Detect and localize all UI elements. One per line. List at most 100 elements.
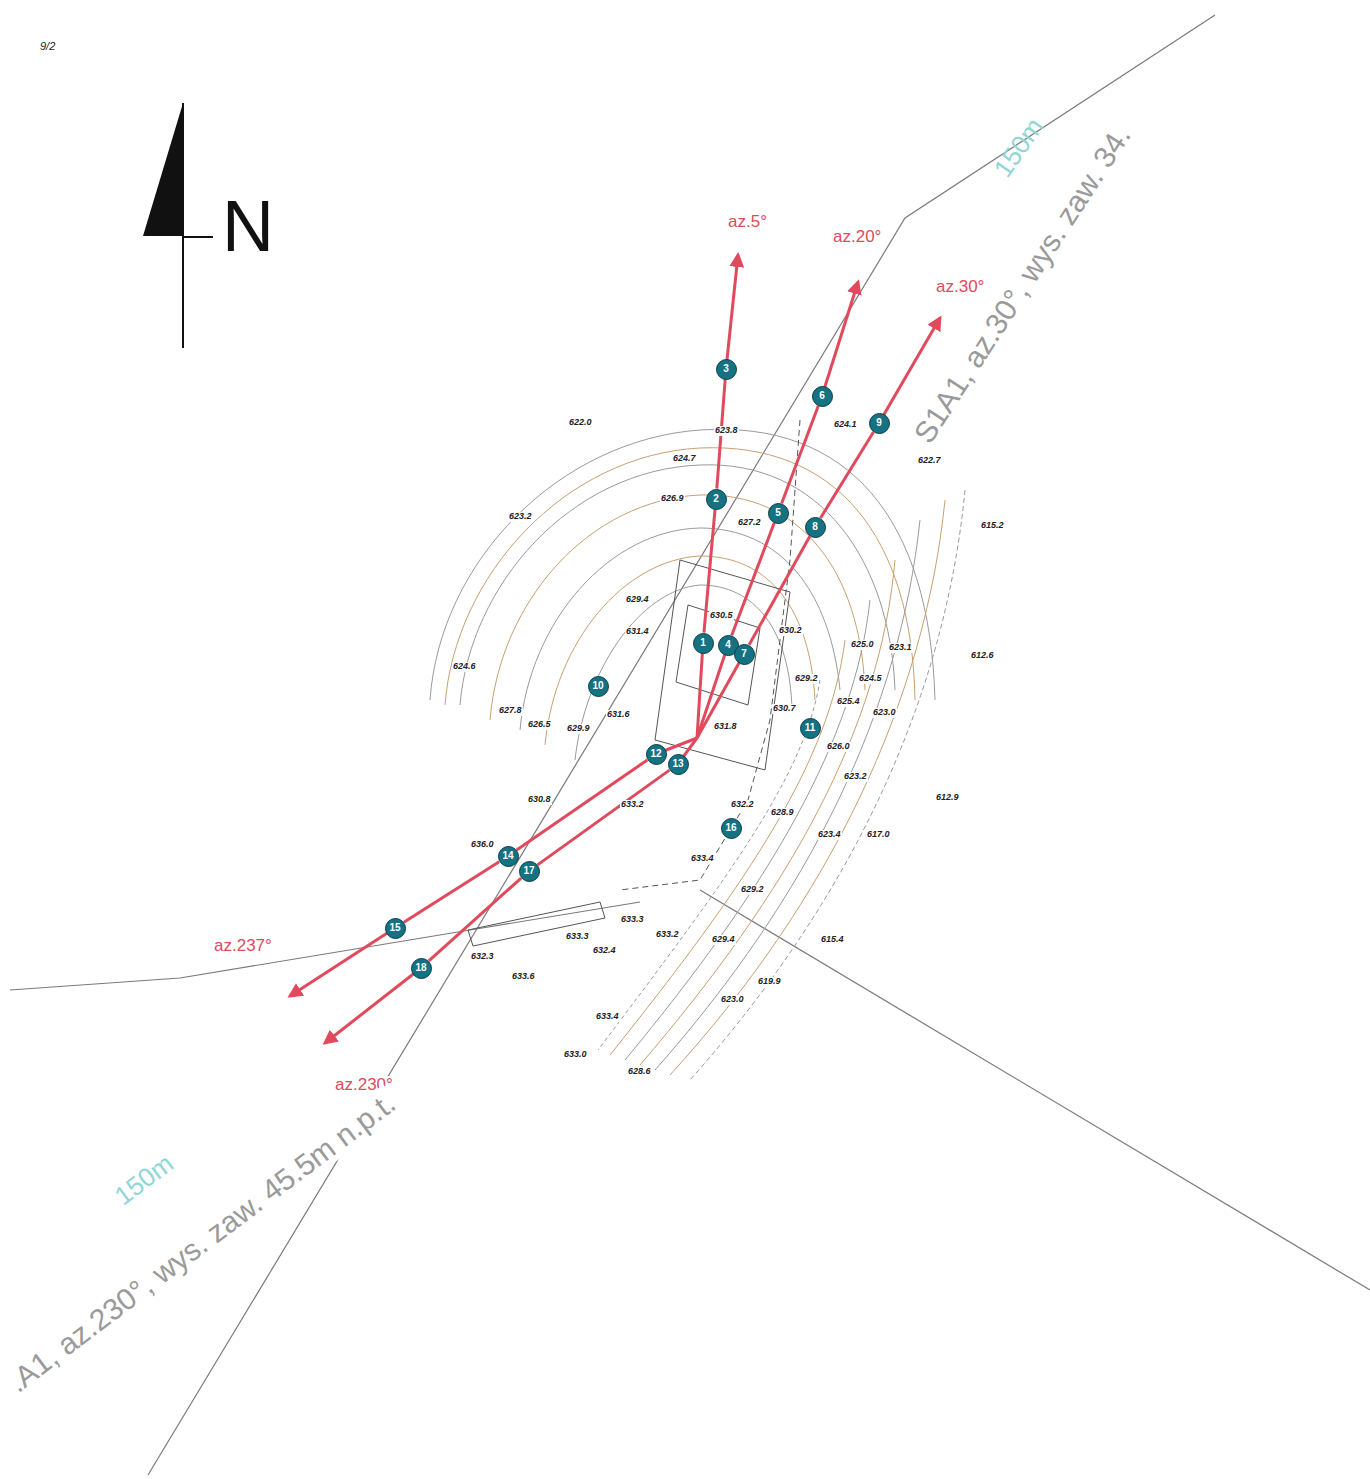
station-marker: 18 [411, 958, 432, 979]
station-marker: 10 [588, 676, 609, 697]
contour [670, 500, 945, 1075]
boundary-line [10, 902, 640, 990]
elevation-label: 622.0 [568, 418, 593, 428]
contour [610, 640, 845, 1055]
elevation-label: 615.4 [820, 935, 845, 945]
contour [445, 448, 915, 705]
contour [655, 520, 920, 1070]
contour [625, 600, 870, 1060]
elevation-label: 633.6 [511, 972, 536, 982]
north-label: N [222, 190, 274, 262]
elevation-label: 615.2 [980, 521, 1005, 531]
elevation-label: 623.8 [714, 426, 739, 436]
elevation-label: 623.0 [720, 995, 745, 1005]
station-marker: 6 [812, 386, 833, 407]
station-number: 1 [700, 638, 706, 648]
station-marker: 17 [519, 861, 540, 882]
station-marker: 5 [768, 503, 789, 524]
elevation-label: 623.2 [508, 512, 533, 522]
north-arrow-head [143, 103, 183, 236]
azimuth-label: az.237° [213, 937, 273, 956]
elevation-label: 633.4 [690, 854, 715, 864]
station-marker: 9 [869, 413, 890, 434]
elevation-label: 631.4 [625, 627, 650, 637]
elevation-label: 624.7 [672, 454, 697, 464]
elevation-label: 625.4 [836, 697, 861, 707]
elevation-label: 632.4 [592, 946, 617, 956]
station-number: 6 [819, 391, 825, 401]
elevation-label: 612.6 [970, 651, 995, 661]
sheet-number: 9/2 [40, 40, 55, 52]
elevation-label: 623.4 [817, 830, 842, 840]
elevation-label: 629.2 [794, 674, 819, 684]
elevation-label: 624.5 [858, 674, 883, 684]
station-number: 9 [876, 418, 882, 428]
elevation-label: 629.4 [711, 935, 736, 945]
station-number: 18 [415, 963, 426, 973]
building [676, 605, 760, 705]
station-marker: 3 [716, 359, 737, 380]
boundary-line [700, 890, 1370, 1290]
station-number: 14 [502, 851, 513, 861]
elevation-label: 626.5 [527, 720, 552, 730]
station-marker: 11 [800, 718, 821, 739]
station-number: 2 [713, 494, 719, 504]
elevation-label: 626.0 [826, 742, 851, 752]
elevation-label: 627.2 [737, 518, 762, 528]
station-number: 17 [523, 866, 534, 876]
azimuth-arrow [726, 255, 738, 369]
elevation-label: 631.6 [606, 710, 631, 720]
survey-line [404, 862, 499, 923]
boundary-line [148, 15, 1215, 1475]
survey-line [517, 760, 648, 850]
contour [690, 490, 965, 1080]
station-marker: 15 [385, 918, 406, 939]
station-marker: 14 [498, 846, 519, 867]
elevation-label: 628.9 [770, 808, 795, 818]
elevation-label: 624.6 [452, 662, 477, 672]
elevation-label: 632.3 [470, 952, 495, 962]
station-number: 8 [812, 522, 818, 532]
station-marker: 2 [706, 489, 727, 510]
azimuth-arrow [325, 968, 421, 1043]
elevation-label: 633.0 [563, 1050, 588, 1060]
elevation-label: 623.1 [888, 643, 913, 653]
azimuth-lines [290, 255, 940, 1043]
contour [575, 585, 792, 760]
survey-line [538, 770, 670, 865]
elevation-label: 630.8 [527, 795, 552, 805]
elevation-label: 633.2 [655, 930, 680, 940]
azimuth-line [697, 654, 744, 738]
station-number: 16 [725, 823, 736, 833]
station-marker: 16 [721, 818, 742, 839]
azimuth-label: az.30° [935, 278, 985, 297]
station-marker: 12 [646, 744, 667, 765]
elevation-label: 619.9 [757, 977, 782, 987]
elevation-label: 633.3 [565, 932, 590, 942]
station-marker: 1 [693, 633, 714, 654]
elevation-label: 630.5 [709, 611, 734, 621]
distance-label: 150m [109, 1149, 178, 1211]
station-number: 5 [775, 508, 781, 518]
contour-lines [430, 429, 965, 1080]
survey-line [782, 406, 819, 503]
survey-line [732, 523, 775, 635]
station-number: 10 [592, 681, 603, 691]
azimuth-label: az.5° [727, 213, 768, 232]
station-marker: 13 [668, 754, 689, 775]
station-number: 12 [650, 749, 661, 759]
elevation-label: 630.2 [778, 626, 803, 636]
elevation-label: 612.9 [935, 793, 960, 803]
building-outline [468, 420, 800, 946]
station-marker: 7 [734, 644, 755, 665]
north-arrow [143, 103, 213, 348]
azimuth-arrow [290, 928, 395, 996]
elevation-label: 633.4 [595, 1012, 620, 1022]
elevation-label: 633.2 [620, 800, 645, 810]
elevation-label: 636.0 [470, 840, 495, 850]
elevation-label: 624.1 [833, 420, 858, 430]
elevation-label: 617.0 [866, 830, 891, 840]
station-number: 4 [725, 640, 731, 650]
azimuth-label: az.20° [832, 228, 882, 247]
elevation-label: 627.8 [498, 706, 523, 716]
